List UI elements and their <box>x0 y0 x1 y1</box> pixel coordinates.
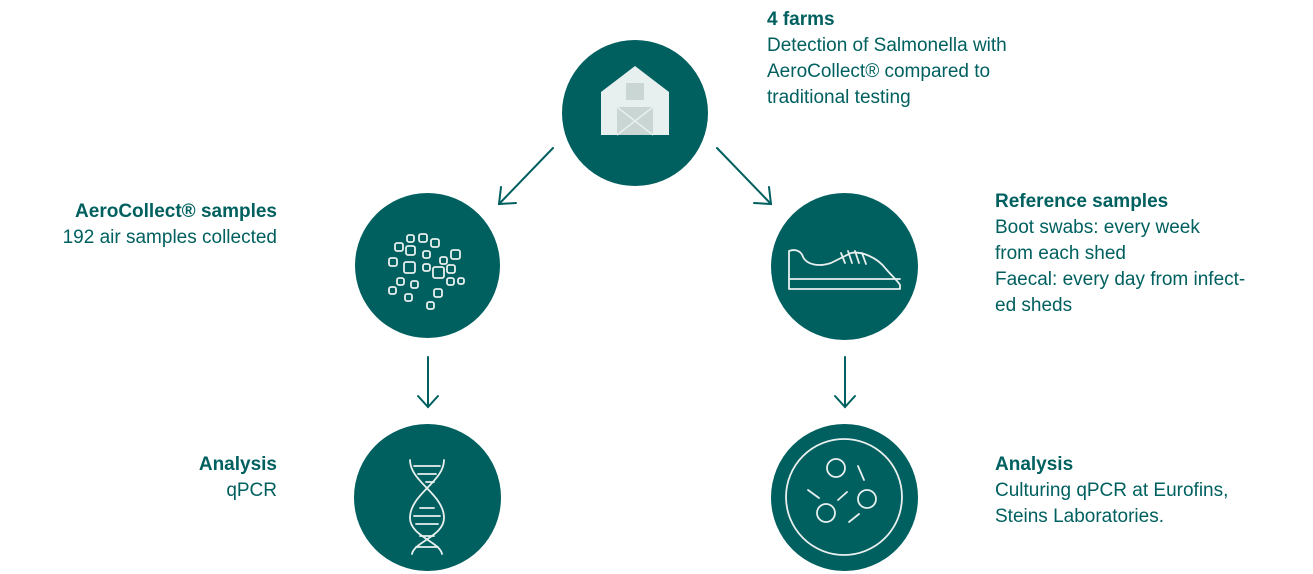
aerocollect-circle <box>355 193 500 338</box>
analysis-left-circle <box>354 424 501 571</box>
reference-line: Boot swabs: every week <box>995 217 1200 238</box>
air-particles-icon <box>388 233 465 310</box>
arrow-farms-to-aerocollect <box>497 147 554 206</box>
petri-dish-icon <box>785 438 903 556</box>
reference-line: from each shed <box>995 243 1126 264</box>
analysis-right-line: Steins Laboratories. <box>995 506 1164 527</box>
reference-circle <box>771 193 918 340</box>
aerocollect-text: AeroCollect® samples 192 air samples col… <box>0 199 277 251</box>
arrow-farms-to-reference <box>716 147 773 206</box>
analysis-right-title: Analysis <box>995 454 1074 475</box>
reference-line: ed sheds <box>995 295 1073 316</box>
aerocollect-title: AeroCollect® samples <box>75 201 277 222</box>
analysis-right-text: Analysis Culturing qPCR at Eurofins, Ste… <box>995 452 1313 530</box>
aerocollect-line: 192 air samples collected <box>62 227 277 248</box>
boot-icon <box>788 249 901 290</box>
analysis-left-text: Analysis qPCR <box>100 452 277 504</box>
analysis-right-circle <box>771 424 918 571</box>
analysis-right-line: Culturing qPCR at Eurofins, <box>995 480 1229 501</box>
reference-title: Reference samples <box>995 191 1169 212</box>
farms-title: 4 farms <box>767 9 835 30</box>
reference-text: Reference samples Boot swabs: every week… <box>995 189 1313 319</box>
dna-icon <box>409 459 445 555</box>
farms-text: 4 farms Detection of Salmonella with Aer… <box>767 7 1107 111</box>
farms-line: traditional testing <box>767 87 911 108</box>
farms-line: Detection of Salmonella with <box>767 35 1007 56</box>
reference-line: Faecal: every day from infect- <box>995 269 1246 290</box>
analysis-left-line: qPCR <box>226 480 277 501</box>
analysis-left-title: Analysis <box>198 454 277 475</box>
farms-circle <box>562 40 708 186</box>
farms-line: AeroCollect® compared to <box>767 61 991 82</box>
arrow-reference-to-analysis <box>834 356 856 409</box>
barn-icon <box>601 66 669 136</box>
arrow-aerocollect-to-analysis <box>417 356 439 409</box>
